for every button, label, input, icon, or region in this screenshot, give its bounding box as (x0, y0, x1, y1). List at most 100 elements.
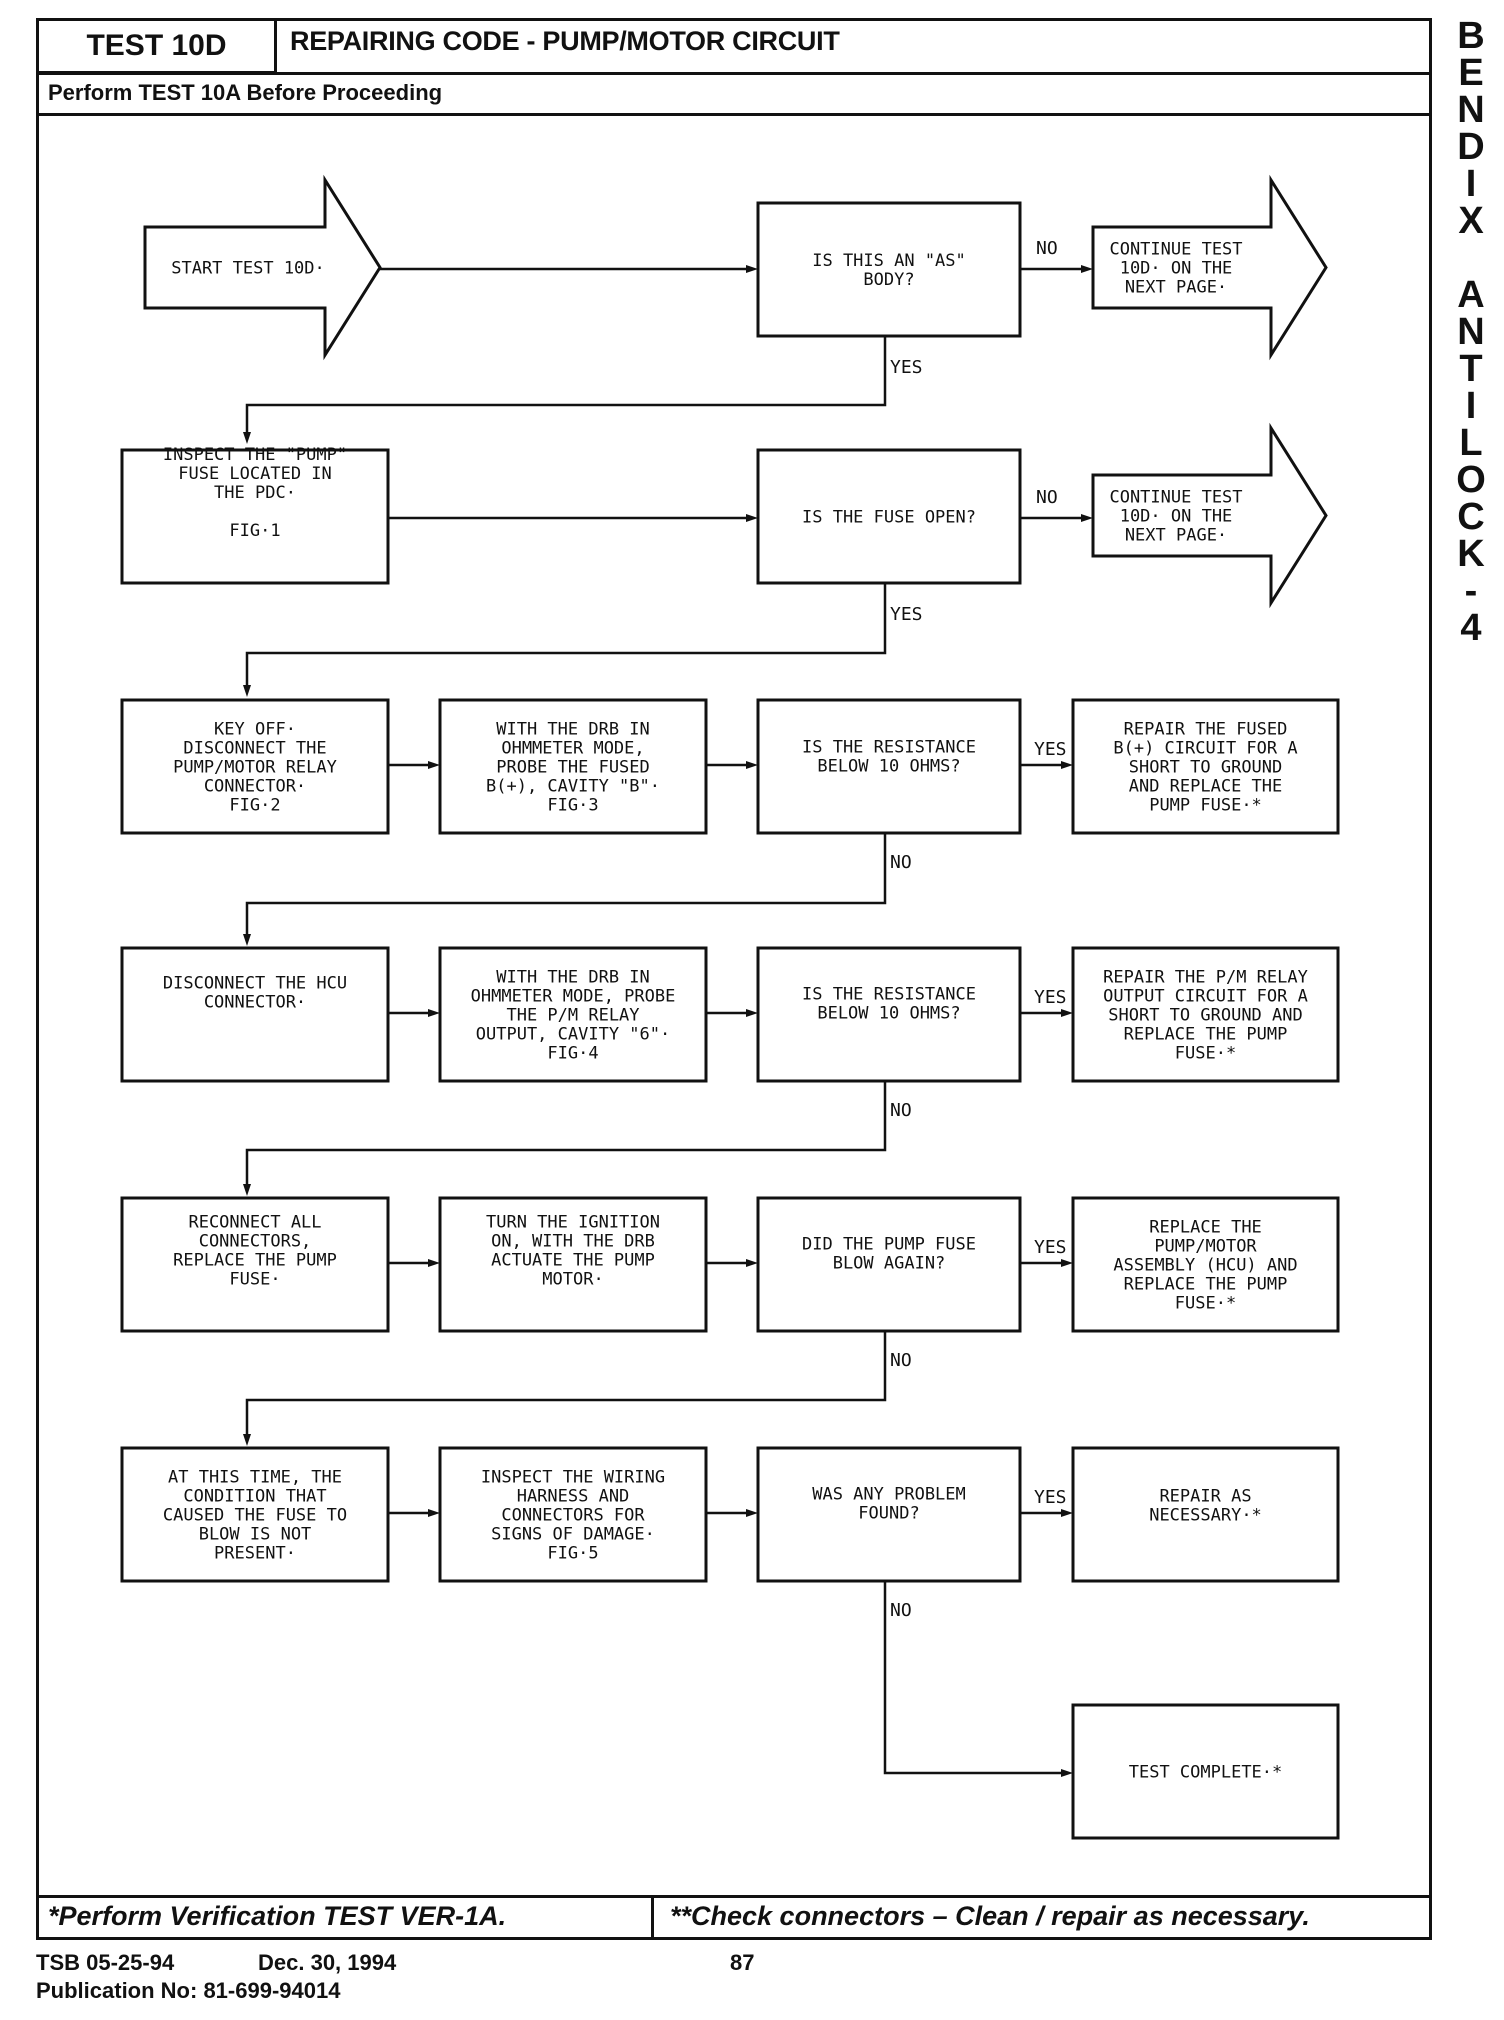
cont2-text: NEXT PAGE· (1125, 526, 1227, 546)
repair3-text: REPAIR AS (1159, 1487, 1251, 1507)
key_off-text: CONNECTOR· (204, 777, 306, 797)
connector-line (245, 1081, 887, 1186)
arrowhead (243, 432, 251, 444)
yes-label: YES (890, 604, 923, 625)
q5-text: DID THE PUMP FUSE (802, 1235, 976, 1255)
arrowhead (428, 761, 440, 769)
cont2-arrow-box (1091, 422, 1328, 609)
drb2-text: FIG·4 (547, 1044, 598, 1064)
key_off-text: DISCONNECT THE (183, 739, 326, 759)
inspect_wiring-text: SIGNS OF DAMAGE· (491, 1525, 655, 1545)
connector-line (245, 336, 887, 434)
page-title: REPAIRING CODE - PUMP/MOTOR CIRCUIT (290, 26, 840, 56)
q4-text: IS THE RESISTANCE (802, 985, 976, 1005)
side-letter: T (1459, 348, 1483, 390)
q5-text: BLOW AGAIN? (833, 1254, 946, 1274)
yes-label: YES (1034, 739, 1067, 760)
drb2-text: WITH THE DRB IN (496, 968, 650, 988)
arrowhead (428, 1259, 440, 1267)
arrowhead (243, 1184, 251, 1196)
replace_hcu-text: PUMP/MOTOR (1154, 1237, 1257, 1257)
complete-box (1071, 1703, 1340, 1840)
header-divider (36, 72, 1432, 75)
arrowhead (243, 1434, 251, 1446)
replace_hcu-box (1071, 1196, 1340, 1333)
repair2-box (1071, 946, 1340, 1083)
cont1-text: 10D· ON THE (1120, 259, 1233, 279)
reconnect-text: REPLACE THE PUMP (173, 1251, 337, 1271)
repair2-text: REPAIR THE P/M RELAY (1103, 968, 1308, 988)
side-letter: L (1459, 422, 1483, 464)
drb2-text: OHMMETER MODE, PROBE (471, 987, 676, 1007)
arrowhead (1081, 265, 1093, 273)
arrowhead (428, 1509, 440, 1517)
arrowhead (746, 1259, 758, 1267)
publication-date: Dec. 30, 1994 (258, 1950, 397, 1975)
side-letter: B (1457, 15, 1485, 57)
q5-box (756, 1196, 1022, 1333)
replace_hcu-text: REPLACE THE PUMP (1124, 1275, 1288, 1295)
q1-box (756, 201, 1022, 338)
no-label: NO (1036, 487, 1058, 508)
side-letter: N (1457, 311, 1485, 353)
tsb-number: TSB 05-25-94 (36, 1950, 175, 1975)
no-label: NO (890, 1100, 912, 1121)
connector-line (883, 1581, 1063, 1775)
at_this_time-text: AT THIS TIME, THE (168, 1468, 342, 1488)
q6-text: WAS ANY PROBLEM (812, 1485, 966, 1505)
side-letter: C (1457, 496, 1485, 538)
replace_hcu-text: ASSEMBLY (HCU) AND (1113, 1256, 1297, 1276)
arrowhead (1061, 1259, 1073, 1267)
q3-text: IS THE RESISTANCE (802, 738, 976, 758)
prerequisite-note: Perform TEST 10A Before Proceeding (48, 80, 443, 105)
side-letter: X (1458, 200, 1484, 242)
q6-text: FOUND? (858, 1504, 919, 1524)
arrowhead (1081, 514, 1093, 522)
cont1-text: NEXT PAGE· (1125, 278, 1227, 298)
no-label: NO (890, 1350, 912, 1371)
q3-box (756, 698, 1022, 835)
side-letter: 4 (1460, 607, 1482, 649)
arrowhead (243, 934, 251, 946)
drb1-text: FIG·3 (547, 796, 598, 816)
page-frame (36, 18, 1432, 1940)
replace_hcu-text: REPLACE THE (1149, 1218, 1262, 1238)
connector-line (245, 583, 887, 687)
footer-separator (651, 1895, 654, 1940)
q1-text: BODY? (863, 270, 914, 290)
repair1-text: B(+) CIRCUIT FOR A (1113, 739, 1297, 759)
at_this_time-text: BLOW IS NOT (199, 1525, 312, 1545)
q4-text: BELOW 10 OHMS? (817, 1004, 960, 1024)
repair3-text: NECESSARY·* (1149, 1506, 1262, 1526)
arrowhead (1061, 1769, 1073, 1777)
at_this_time-box (120, 1446, 390, 1583)
arrowhead (746, 514, 758, 522)
arrowhead (1061, 1509, 1073, 1517)
inspect_fuse-text: FUSE LOCATED IN (178, 464, 332, 484)
replace_hcu-text: FUSE·* (1175, 1294, 1236, 1314)
cont2-text: CONTINUE TEST (1109, 488, 1242, 508)
q2-text: IS THE FUSE OPEN? (802, 508, 976, 528)
ignition-text: MOTOR· (542, 1270, 603, 1290)
inspect_wiring-box (438, 1446, 708, 1583)
publication-number: Publication No: 81-699-94014 (36, 1978, 341, 2003)
no-label: NO (890, 852, 912, 873)
arrowhead (746, 1009, 758, 1017)
ignition-text: ACTUATE THE PUMP (491, 1251, 655, 1271)
connector-line (245, 1331, 887, 1436)
footer-verification-note: *Perform Verification TEST VER-1A. (48, 1901, 507, 1931)
arrowhead (1061, 761, 1073, 769)
repair1-text: SHORT TO GROUND (1129, 758, 1283, 778)
drb1-text: WITH THE DRB IN (496, 720, 650, 740)
key_off-text: PUMP/MOTOR RELAY (173, 758, 337, 778)
side-letter: - (1464, 570, 1478, 612)
arrowhead (428, 1009, 440, 1017)
yes-label: YES (1034, 1237, 1067, 1258)
header-divider-2 (36, 113, 1432, 116)
inspect_fuse-text: THE PDC· (214, 483, 296, 503)
side-letter: I (1465, 163, 1477, 205)
q4-box (756, 946, 1022, 1083)
start-arrow-box (143, 174, 382, 361)
disc_hcu-text: DISCONNECT THE HCU (163, 974, 347, 994)
